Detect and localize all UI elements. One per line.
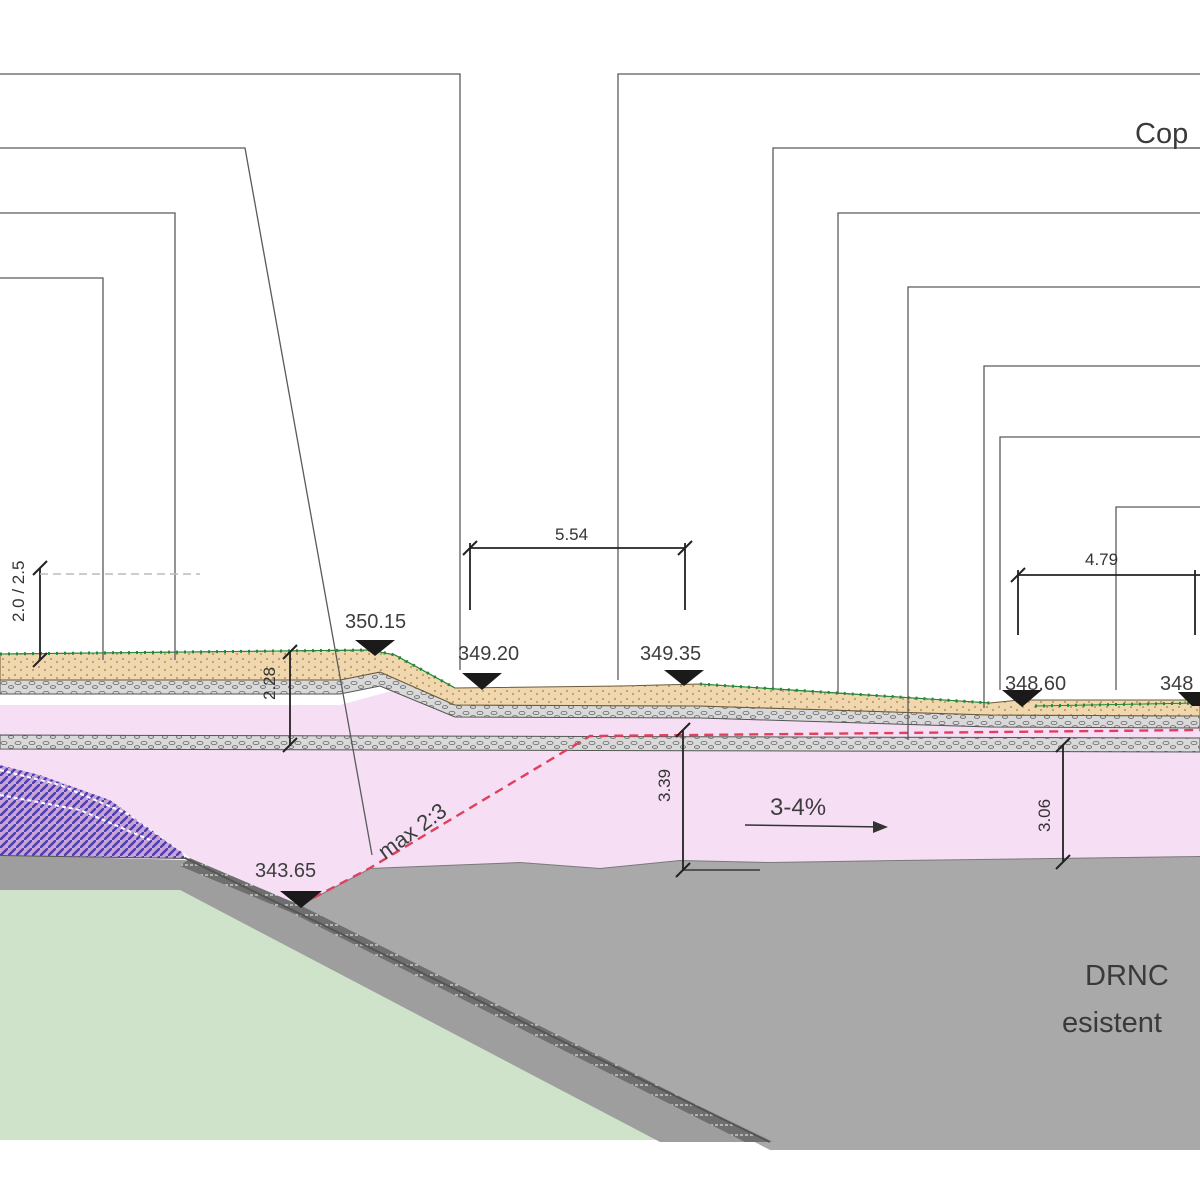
dim-2-0-2-5: 2.0 / 2.5 [9, 561, 28, 622]
elevation-marker-348 [1178, 692, 1200, 706]
leader-lines [0, 73, 1200, 856]
dim-2-28: 2.28 [260, 667, 279, 700]
gradient-arrow [744, 821, 888, 833]
elevation-markers [280, 640, 1200, 908]
elevation-label-349-20: 349.20 [458, 643, 519, 665]
dim-4-79: 4.79 [1085, 550, 1118, 569]
dim-5-54: 5.54 [555, 525, 588, 544]
lower-gravel-layer [0, 734, 1200, 753]
elevation-label-343-65: 343.65 [255, 860, 316, 882]
elevation-marker-349-20 [462, 673, 502, 690]
dim-3-06: 3.06 [1035, 799, 1054, 832]
green-embankment [0, 890, 660, 1140]
elevation-marker-349-35 [664, 670, 704, 686]
elevation-label-348-60: 348.60 [1005, 673, 1066, 695]
dim-3-39: 3.39 [655, 769, 674, 802]
elevation-label-348: 348 [1160, 673, 1193, 695]
waste-layers [0, 765, 185, 858]
elevation-marker-348-60 [1002, 690, 1042, 707]
dimension-lines [32, 540, 1200, 878]
gradient-note: 3-4% [770, 794, 826, 821]
liner-slope-band [0, 855, 775, 1142]
elevation-label-350-15: 350.15 [345, 611, 406, 633]
elevation-marker-343-65 [280, 891, 322, 908]
top-callout-text: Cop [1135, 118, 1188, 150]
region-label-line1: DRNC [1085, 960, 1169, 992]
elevation-marker-350-15 [355, 640, 395, 656]
region-label-line2: esistent [1062, 1007, 1162, 1039]
elevation-label-349-35: 349.35 [640, 643, 701, 665]
